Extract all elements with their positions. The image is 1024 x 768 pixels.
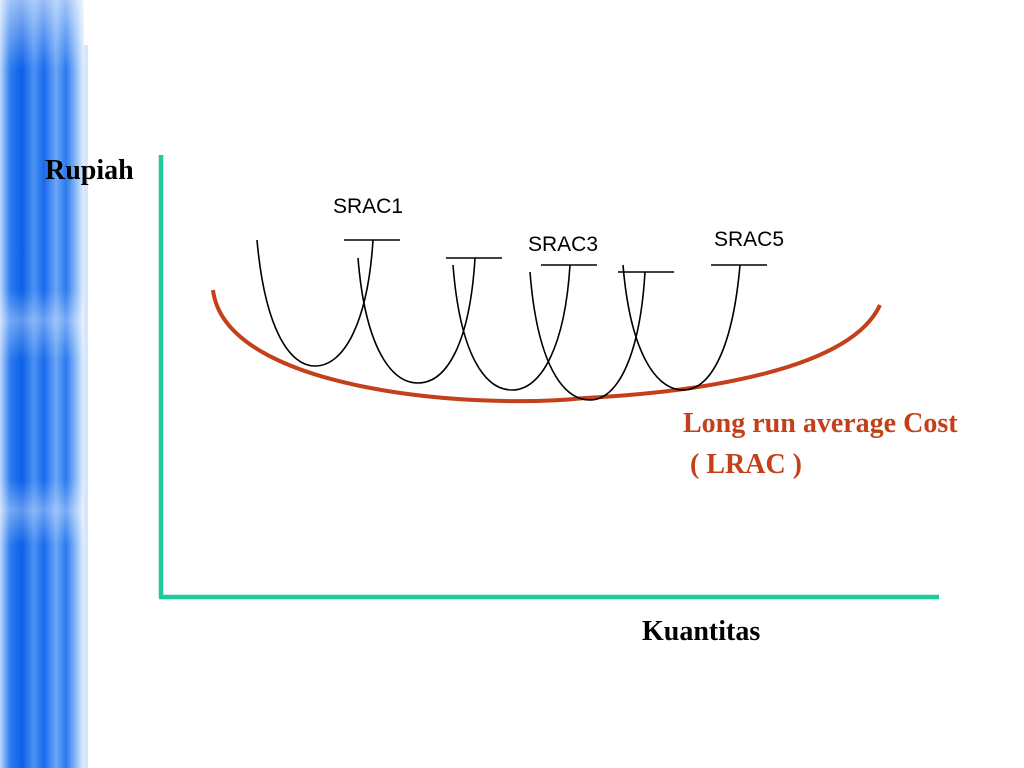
srac3-label: SRAC3 bbox=[528, 233, 598, 256]
srac-curve-5 bbox=[622, 264, 767, 391]
decorative-side-stripe bbox=[84, 45, 88, 768]
srac-curves bbox=[256, 239, 767, 401]
lrac-label-line-2: ( LRAC ) bbox=[683, 449, 802, 480]
srac-curve-5-path bbox=[622, 264, 741, 391]
srac-curve-1 bbox=[256, 239, 400, 367]
lrac-label-line-1: Long run average Cost bbox=[683, 408, 958, 439]
srac5-label: SRAC5 bbox=[714, 228, 784, 251]
srac-curve-3 bbox=[452, 264, 597, 391]
srac-curve-4 bbox=[529, 271, 674, 401]
decorative-side-band bbox=[0, 0, 84, 768]
y-axis-title: Rupiah bbox=[45, 155, 134, 186]
srac-curve-4-path bbox=[529, 271, 646, 401]
srac1-label: SRAC1 bbox=[333, 195, 403, 218]
srac-curve-3-path bbox=[452, 264, 571, 391]
lrac-curve bbox=[211, 289, 882, 404]
srac-curve-2 bbox=[357, 257, 502, 384]
srac-curve-1-path bbox=[256, 239, 374, 367]
x-axis-title: Kuantitas bbox=[642, 616, 760, 647]
srac-curve-2-path bbox=[357, 257, 476, 384]
